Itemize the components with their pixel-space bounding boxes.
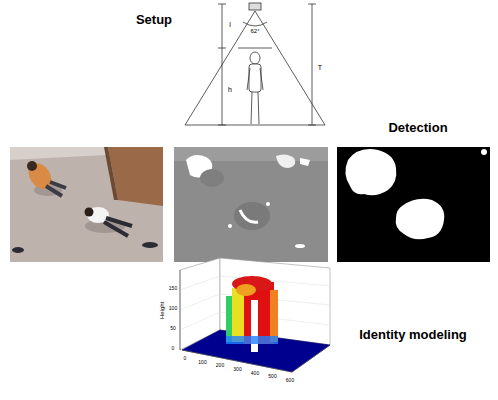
illustration-part (260, 68, 263, 90)
illustration-part (228, 224, 232, 228)
illustration-part (234, 202, 270, 230)
illustration-part (250, 52, 260, 64)
illustration-part (180, 312, 220, 330)
illustration-part (251, 300, 258, 352)
dimension-label: l (229, 21, 231, 29)
illustration-part (185, 11, 255, 125)
illustration-part (218, 48, 226, 49)
angle-label: 62° (250, 28, 259, 35)
illustration-part (50, 182, 66, 188)
illustration-part (255, 11, 325, 125)
detection-mask (337, 147, 490, 262)
illustration-part (12, 247, 24, 253)
illustration-part (85, 208, 94, 217)
illustration-part (345, 149, 396, 195)
illustration-part (180, 270, 181, 350)
axis-title: Height (160, 301, 167, 318)
depth-map (174, 147, 328, 262)
illustration-part (220, 258, 330, 345)
illustration-part (308, 125, 316, 126)
illustration-part (240, 210, 258, 222)
section-title: Identity modeling (359, 328, 467, 342)
illustration-part (308, 4, 316, 5)
illustration-part (232, 288, 244, 342)
illustration-part (222, 4, 223, 125)
illustration-part (180, 276, 220, 290)
illustration-part (249, 64, 261, 92)
axis-tick: 50 (170, 326, 176, 332)
axis-tick: 300 (233, 367, 241, 373)
illustration-part (243, 22, 267, 26)
illustration-part (258, 92, 259, 124)
illustration-part (270, 290, 278, 342)
illustration-part (295, 244, 305, 248)
illustration-part (247, 68, 250, 90)
setup-schematic (185, 3, 325, 125)
illustration-part (249, 3, 261, 10)
illustration-part (180, 294, 220, 310)
illustration-part (292, 345, 330, 372)
axis-tick: 200 (216, 363, 224, 369)
camera-photo (10, 147, 163, 262)
illustration-part (10, 147, 163, 262)
axis-tick: 600 (286, 378, 294, 384)
dimension-label: h (228, 86, 232, 94)
illustration-part (300, 158, 310, 166)
illustration-part (218, 125, 226, 126)
section-title: Detection (388, 121, 447, 135)
illustration-part (200, 169, 224, 187)
section-title: Setup (136, 13, 172, 27)
illustration-part (481, 149, 487, 155)
illustration-part (251, 92, 252, 124)
axis-tick: 100 (169, 306, 177, 312)
illustration-part (266, 202, 270, 206)
illustration-part (218, 4, 226, 5)
illustration-part (276, 154, 295, 168)
illustration-part (312, 4, 313, 125)
dimension-label: T (318, 64, 322, 72)
illustration-part (182, 350, 292, 372)
illustration-part (104, 147, 118, 200)
illustration-part (236, 284, 256, 296)
illustration-part (337, 147, 490, 262)
illustration-part (104, 222, 128, 236)
illustration-part (238, 48, 272, 49)
illustration-part (226, 336, 278, 344)
axis-tick: 100 (198, 360, 206, 366)
axis-tick: 0 (172, 346, 175, 352)
axis-tick: 400 (251, 371, 259, 377)
illustration-part (396, 199, 445, 239)
illustration-part (27, 161, 37, 171)
illustration-part (142, 242, 158, 248)
axis-tick: 0 (184, 356, 187, 362)
illustration-part (185, 125, 325, 126)
axis-tick: 500 (268, 374, 276, 380)
height-plot (180, 258, 330, 372)
axis-tick: 150 (169, 286, 177, 292)
illustration-part (174, 147, 328, 262)
